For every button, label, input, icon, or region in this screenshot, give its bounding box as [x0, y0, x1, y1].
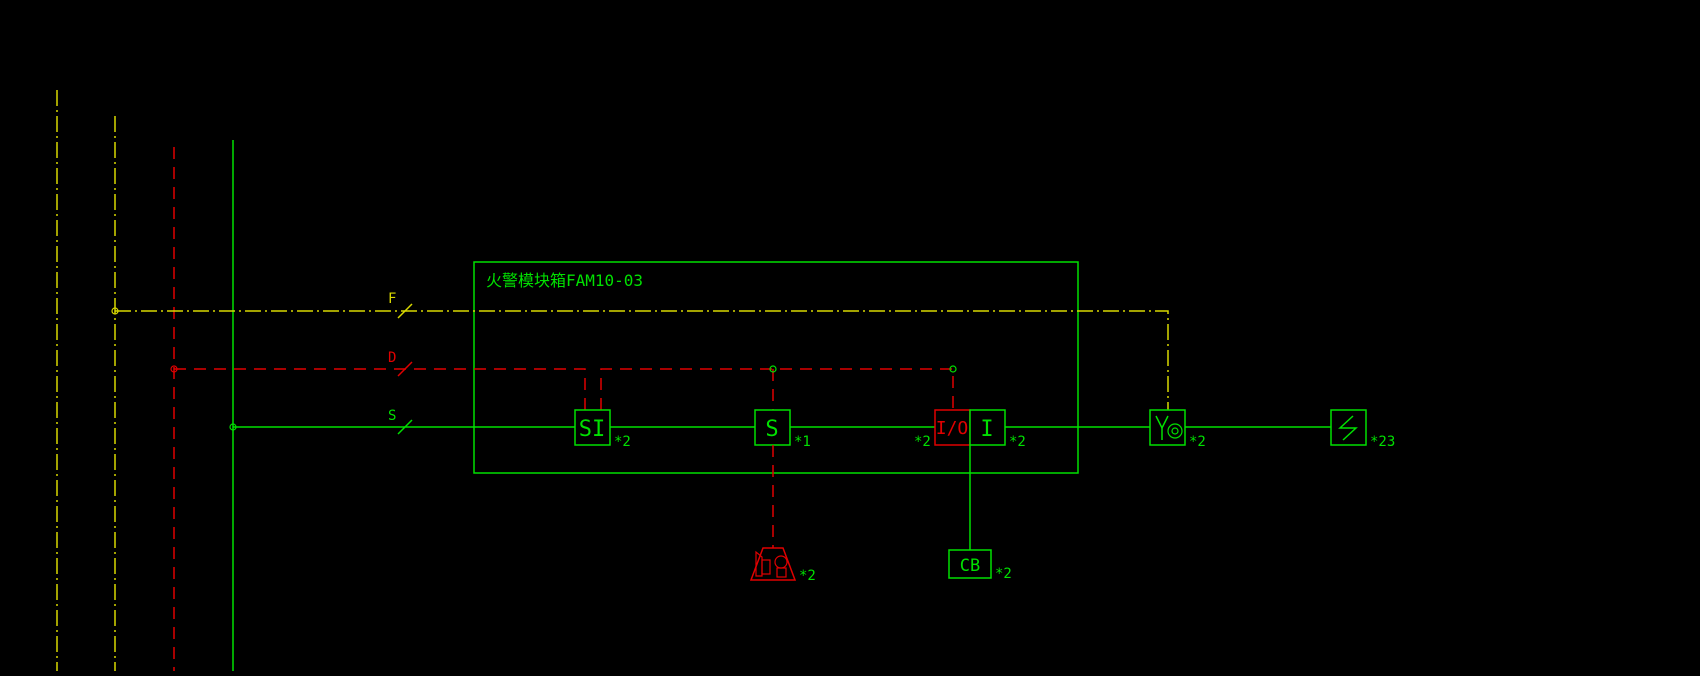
fire-bus-label: F — [388, 291, 396, 307]
alarm-speaker-body — [761, 559, 771, 575]
smoke-detector-count: *23 — [1370, 434, 1395, 450]
alarm-speaker-horn — [755, 550, 763, 577]
junction-power-right — [949, 365, 957, 373]
fire-bus-tick — [397, 303, 413, 319]
short-circuit-isolator[interactable]: SI — [574, 409, 611, 446]
manual-alarm-button-box — [1149, 409, 1186, 446]
circuit-breaker[interactable]: CB — [948, 549, 992, 579]
power-bus-tick — [397, 361, 413, 377]
signal-module-count: *1 — [794, 434, 811, 450]
signal-bus-label: S — [388, 408, 396, 424]
signal-module-box — [754, 409, 791, 446]
circuit-breaker-symbol: CB — [960, 556, 980, 576]
input-module-box — [969, 409, 1006, 446]
power-bus-line-1 — [174, 368, 586, 410]
power-bus-line-2 — [600, 368, 954, 410]
input-module-symbol: I — [980, 417, 993, 442]
manual-alarm-button-count: *2 — [1189, 434, 1206, 450]
alarm-light-bulb — [774, 555, 788, 569]
signal-module-symbol: S — [765, 417, 778, 442]
module-box-frame[interactable] — [473, 261, 1079, 474]
manual-call-point-icon — [1155, 415, 1183, 440]
smoke-detector-icon — [1338, 415, 1358, 441]
junction-power-mid — [769, 365, 777, 373]
module-box-title: 火警模块箱FAM10-03 — [486, 271, 643, 290]
io-module[interactable]: I/O — [934, 409, 971, 446]
signal-module[interactable]: S — [754, 409, 791, 446]
sound-light-alarm[interactable] — [749, 547, 797, 581]
fire-bus-line — [115, 310, 1169, 410]
io-module-count: *2 — [914, 434, 931, 450]
input-module[interactable]: I — [969, 409, 1006, 446]
io-module-symbol: I/O — [936, 418, 969, 439]
isolator-symbol: SI — [579, 417, 606, 442]
circuit-breaker-box — [948, 549, 992, 579]
sound-light-alarm-count: *2 — [799, 568, 816, 584]
isolator-box — [574, 409, 611, 446]
isolator-count: *2 — [614, 434, 631, 450]
smoke-detector[interactable] — [1330, 409, 1367, 446]
power-bus-label: D — [388, 350, 396, 366]
io-module-box — [934, 409, 971, 446]
alarm-light-base — [776, 567, 787, 578]
sound-light-alarm-icon — [749, 547, 797, 581]
manual-alarm-button[interactable] — [1149, 409, 1186, 446]
signal-bus-tick — [397, 419, 413, 435]
input-module-count: *2 — [1009, 434, 1026, 450]
circuit-breaker-count: *2 — [995, 566, 1012, 582]
